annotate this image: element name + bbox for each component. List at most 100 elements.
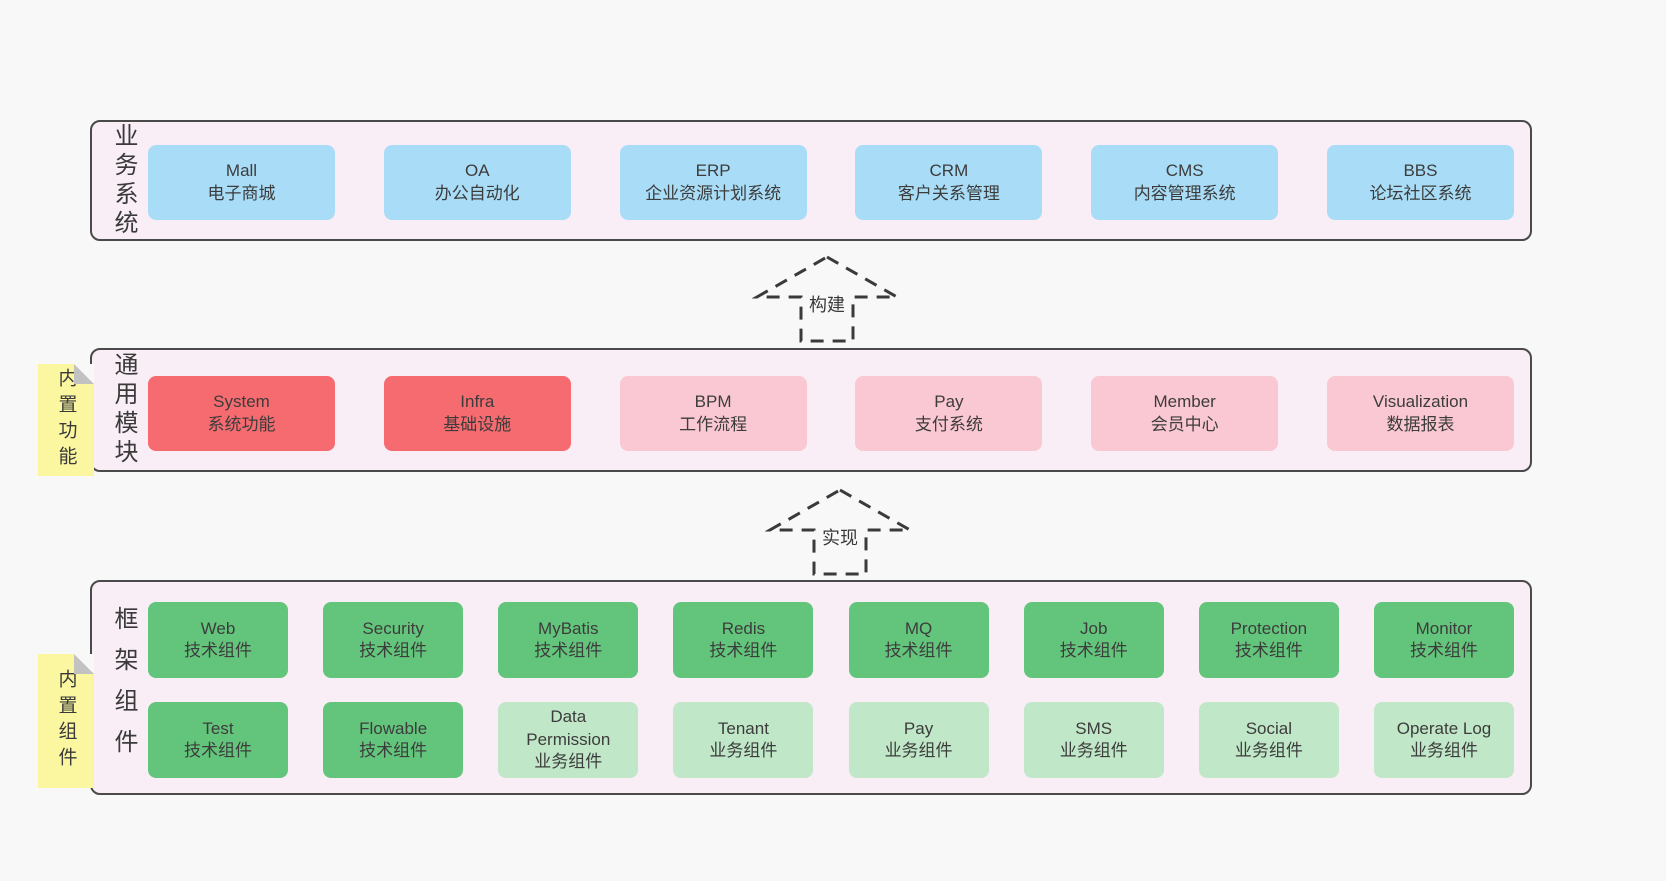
business-boxes-row: Mall 电子商城 OA 办公自动化 ERP 企业资源计划系统 CRM 客户关系… bbox=[148, 145, 1514, 220]
box-title: Test bbox=[202, 718, 234, 738]
box-subtitle: 业务组件 bbox=[1409, 741, 1478, 760]
box-subtitle: 业务组件 bbox=[1234, 741, 1303, 760]
box-operate-log: Operate Log 业务组件 bbox=[1373, 702, 1514, 778]
box-member: Member 会员中心 bbox=[1091, 376, 1279, 451]
box-monitor: Monitor 技术组件 bbox=[1373, 602, 1514, 678]
box-job: Job 技术组件 bbox=[1023, 602, 1164, 678]
layer-business-label: 业务系统 bbox=[110, 122, 137, 239]
box-title: BBS bbox=[1403, 161, 1438, 181]
layer-components-label: 框架组件 bbox=[110, 605, 137, 770]
box-test: Test 技术组件 bbox=[148, 702, 288, 778]
box-pay-component: Pay 业务组件 bbox=[848, 702, 989, 778]
box-title: Security bbox=[362, 618, 424, 638]
box-web: Web 技术组件 bbox=[148, 602, 288, 678]
build-arrow-label: 构建 bbox=[804, 288, 850, 320]
box-subtitle: 办公自动化 bbox=[434, 183, 520, 203]
implement-arrow-label: 实现 bbox=[817, 521, 863, 553]
box-title: Web bbox=[200, 618, 236, 638]
box-title: Infra bbox=[460, 392, 495, 412]
box-infra: Infra 基础设施 bbox=[383, 376, 571, 451]
box-erp: ERP 企业资源计划系统 bbox=[619, 145, 807, 220]
box-redis: Redis 技术组件 bbox=[673, 602, 814, 678]
box-title: Operate Log bbox=[1396, 718, 1492, 738]
box-title: CMS bbox=[1165, 161, 1204, 181]
box-subtitle: 技术组件 bbox=[884, 641, 953, 660]
box-subtitle: 技术组件 bbox=[359, 741, 428, 760]
box-subtitle: 内容管理系统 bbox=[1133, 183, 1236, 203]
box-subtitle: 技术组件 bbox=[534, 641, 603, 660]
box-system: System 系统功能 bbox=[148, 376, 335, 451]
box-social: Social 业务组件 bbox=[1198, 702, 1339, 778]
box-flowable: Flowable 技术组件 bbox=[323, 702, 464, 778]
box-subtitle: 业务组件 bbox=[709, 741, 778, 760]
components-row-1: Web 技术组件 Security 技术组件 MyBatis 技术组件 Redi… bbox=[148, 602, 1514, 678]
components-row-2: Test 技术组件 Flowable 技术组件 Data Permission … bbox=[148, 702, 1514, 778]
box-title: Mall bbox=[225, 161, 258, 181]
box-title: Flowable bbox=[359, 718, 428, 738]
box-title: BPM bbox=[694, 392, 732, 412]
box-title: CRM bbox=[929, 161, 969, 181]
box-visualization: Visualization 数据报表 bbox=[1326, 376, 1514, 451]
box-subtitle: 企业资源计划系统 bbox=[645, 183, 782, 203]
box-title: Tenant bbox=[717, 718, 769, 738]
box-bpm: BPM 工作流程 bbox=[619, 376, 807, 451]
box-subtitle: 技术组件 bbox=[184, 741, 252, 760]
box-security: Security 技术组件 bbox=[323, 602, 464, 678]
box-pay-system: Pay 支付系统 bbox=[855, 376, 1043, 451]
box-title: Protection bbox=[1230, 618, 1308, 638]
sticky-note-built-in-features: 内置功能 bbox=[38, 364, 94, 476]
box-tenant: Tenant 业务组件 bbox=[673, 702, 814, 778]
box-crm: CRM 客户关系管理 bbox=[855, 145, 1043, 220]
box-subtitle: 电子商城 bbox=[207, 183, 276, 203]
layer-modules-label: 通用模块 bbox=[110, 352, 137, 468]
box-subtitle: 技术组件 bbox=[1234, 641, 1303, 660]
box-oa: OA 办公自动化 bbox=[383, 145, 571, 220]
box-title: MQ bbox=[904, 618, 933, 638]
box-subtitle: 技术组件 bbox=[1059, 641, 1128, 660]
box-title: SMS bbox=[1075, 718, 1113, 738]
sticky-note-built-in-components: 内置组件 bbox=[38, 654, 94, 788]
implement-arrow: 实现 bbox=[765, 487, 915, 577]
box-mall: Mall 电子商城 bbox=[148, 145, 335, 220]
box-subtitle: 技术组件 bbox=[184, 641, 252, 660]
box-title: Data Permission bbox=[526, 707, 611, 749]
box-subtitle: 业务组件 bbox=[884, 741, 953, 760]
layer-business-systems: 业务系统 Mall 电子商城 OA 办公自动化 ERP 企业资源计划系统 CRM… bbox=[90, 120, 1532, 241]
box-bbs: BBS 论坛社区系统 bbox=[1326, 145, 1514, 220]
modules-boxes-row: System 系统功能 Infra 基础设施 BPM 工作流程 Pay 支付系统… bbox=[148, 376, 1514, 451]
box-title: OA bbox=[465, 161, 490, 181]
box-subtitle: 支付系统 bbox=[914, 414, 983, 434]
box-subtitle: 会员中心 bbox=[1150, 414, 1219, 434]
box-title: Visualization bbox=[1372, 392, 1469, 412]
box-subtitle: 业务组件 bbox=[1059, 741, 1128, 760]
build-arrow: 构建 bbox=[752, 254, 902, 344]
layer-framework-components: 框架组件 Web 技术组件 Security 技术组件 MyBatis 技术组件… bbox=[90, 580, 1532, 795]
box-title: MyBatis bbox=[538, 618, 599, 638]
box-title: ERP bbox=[695, 161, 731, 181]
box-subtitle: 基础设施 bbox=[443, 414, 512, 434]
layer-common-modules: 通用模块 System 系统功能 Infra 基础设施 BPM 工作流程 Pay… bbox=[90, 348, 1532, 472]
sticky-note-label: 内置组件 bbox=[55, 669, 77, 773]
box-subtitle: 客户关系管理 bbox=[897, 183, 1000, 203]
box-title: Redis bbox=[721, 618, 766, 638]
box-title: Monitor bbox=[1415, 618, 1473, 638]
box-protection: Protection 技术组件 bbox=[1198, 602, 1339, 678]
box-title: Member bbox=[1153, 392, 1216, 412]
box-subtitle: 系统功能 bbox=[207, 414, 276, 434]
box-mq: MQ 技术组件 bbox=[848, 602, 989, 678]
box-data-permission: Data Permission 业务组件 bbox=[498, 702, 639, 778]
box-subtitle: 数据报表 bbox=[1386, 414, 1455, 434]
box-cms: CMS 内容管理系统 bbox=[1091, 145, 1279, 220]
box-subtitle: 工作流程 bbox=[679, 414, 748, 434]
box-title: Pay bbox=[934, 392, 964, 412]
box-subtitle: 技术组件 bbox=[359, 641, 428, 660]
box-subtitle: 技术组件 bbox=[1409, 641, 1478, 660]
sticky-note-label: 内置功能 bbox=[55, 368, 77, 472]
box-sms: SMS 业务组件 bbox=[1023, 702, 1164, 778]
box-title: Pay bbox=[903, 718, 934, 738]
box-subtitle: 论坛社区系统 bbox=[1369, 183, 1472, 203]
box-subtitle: 业务组件 bbox=[534, 752, 603, 772]
box-title: Job bbox=[1079, 618, 1108, 638]
box-subtitle: 技术组件 bbox=[709, 641, 778, 660]
box-title: System bbox=[213, 392, 270, 412]
